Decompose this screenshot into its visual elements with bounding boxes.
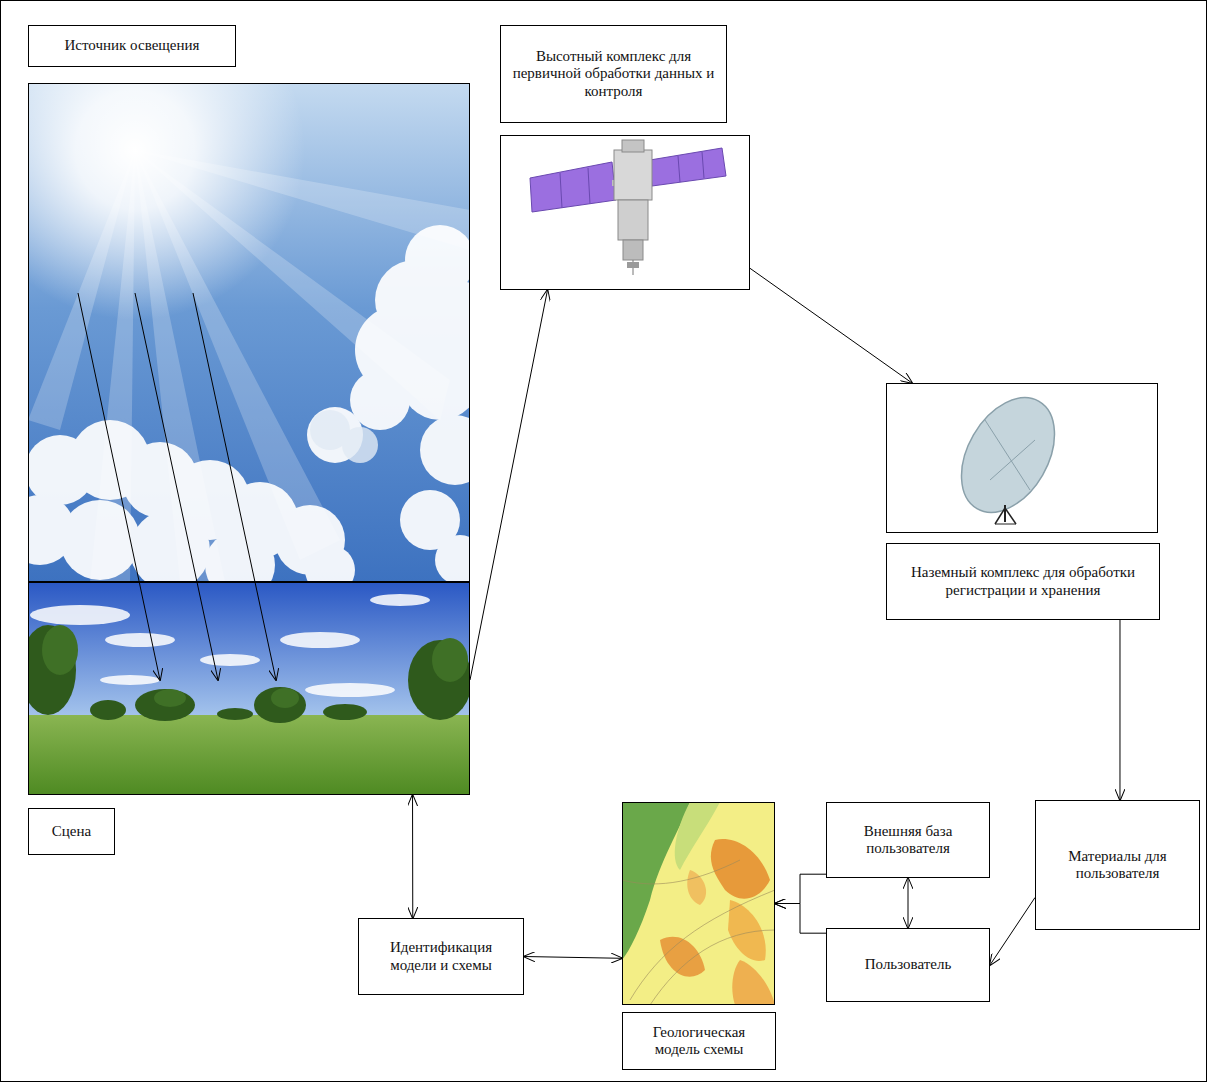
satellite-node: Высотный комплекс для первичной обработк… bbox=[500, 25, 750, 290]
node-label: Геологическая модель схемы bbox=[631, 1024, 767, 1059]
node-label: Источник освещения bbox=[65, 37, 200, 54]
caption-box: Высотный комплекс для первичной обработк… bbox=[500, 25, 727, 123]
connector-arrow bbox=[412, 795, 413, 918]
map-picture bbox=[622, 802, 775, 1005]
node-label: Пользователь bbox=[865, 956, 952, 973]
process-box: Внешняя база пользователя bbox=[826, 802, 990, 878]
connector-arrow bbox=[990, 898, 1035, 966]
caption-box: Геологическая модель схемы bbox=[622, 1012, 776, 1070]
picture-frame bbox=[28, 582, 470, 795]
connector-arrow bbox=[750, 268, 912, 383]
field-picture bbox=[28, 582, 470, 795]
node-label: Наземный комплекс для обработки регистра… bbox=[895, 564, 1151, 599]
node-label: Высотный комплекс для первичной обработк… bbox=[509, 48, 718, 100]
node-label: Внешняя база пользователя bbox=[835, 823, 981, 858]
connector-arrow bbox=[524, 957, 622, 959]
picture-frame bbox=[28, 83, 470, 582]
light-ray bbox=[78, 293, 276, 680]
connector-arrow bbox=[908, 878, 909, 928]
connector-arrow bbox=[1119, 620, 1120, 800]
connector-arrow bbox=[775, 874, 826, 903]
process-box: Пользователь bbox=[826, 928, 990, 1002]
scene-node: Сцена bbox=[28, 582, 470, 855]
node-label: Сцена bbox=[52, 823, 91, 840]
caption-box: Наземный комплекс для обработки регистра… bbox=[886, 543, 1160, 620]
node-label: Идентификация модели и схемы bbox=[367, 939, 515, 974]
process-box: Материалы для пользователя bbox=[1035, 800, 1200, 930]
picture-frame bbox=[500, 135, 750, 290]
caption-box: Источник освещения bbox=[28, 25, 236, 67]
light-source-picture: Источник освещения bbox=[28, 25, 470, 582]
map-node: Геологическая модель схемы bbox=[622, 802, 776, 1070]
connector-arrow bbox=[470, 290, 548, 680]
node-label: Материалы для пользователя bbox=[1044, 848, 1191, 883]
antenna-picture bbox=[942, 381, 1073, 528]
process-box: Идентификация модели и схемы bbox=[358, 918, 524, 995]
connector-arrow bbox=[775, 904, 826, 934]
caption-box: Сцена bbox=[28, 808, 115, 855]
picture-frame bbox=[622, 802, 775, 1005]
sky-picture bbox=[28, 83, 470, 582]
picture-frame bbox=[886, 383, 1158, 533]
ground-station-node: Наземный комплекс для обработки регистра… bbox=[886, 383, 1160, 620]
satellite-picture bbox=[530, 140, 726, 275]
